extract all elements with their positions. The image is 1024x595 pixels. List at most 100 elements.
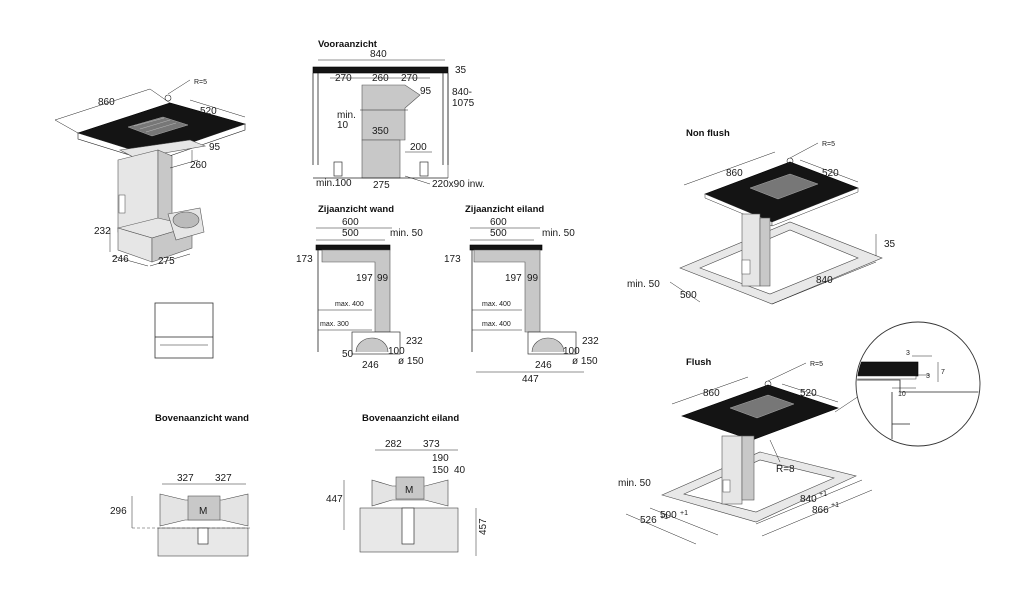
motor-box [187, 495, 221, 521]
dim-99: 99 [377, 273, 389, 284]
min-50: min. 50 [542, 228, 575, 239]
dim-190: 190 [432, 453, 449, 464]
dim-95: 95 [420, 86, 432, 97]
dim-232: 232 [406, 336, 423, 347]
dim-840: 840 [800, 494, 817, 505]
motor-label: M [199, 506, 207, 517]
dim-520: 520 [800, 388, 817, 399]
dim-457: 457 [478, 518, 489, 535]
dim-173: 173 [444, 254, 461, 265]
dim-35: 35 [884, 239, 896, 250]
max-400: max. 400 [335, 301, 364, 308]
dim-520: 520 [822, 168, 839, 179]
flush-title: Flush [686, 357, 712, 368]
min-10-value: 10 [337, 120, 349, 131]
hob-front [312, 66, 449, 74]
dim-327-left: 327 [177, 473, 194, 484]
max-300: max. 300 [320, 321, 349, 328]
top-wall-view: Bovenaanzicht wand 327 327 M 296 [110, 413, 252, 557]
top-island-title: Bovenaanzicht eiland [362, 413, 459, 424]
top-wall-title: Bovenaanzicht wand [155, 413, 249, 424]
dim-447: 447 [326, 494, 343, 505]
dim-520: 520 [200, 106, 217, 117]
max-400-b: max. 400 [482, 321, 511, 328]
dim-35: 35 [455, 65, 467, 76]
dim-275: 275 [373, 180, 390, 191]
dim-350: 350 [372, 126, 389, 137]
dim-270-right: 270 [401, 73, 418, 84]
flush-detail-circle: 3 3 7 10 [855, 321, 981, 447]
front-view: Vooraanzicht 840 270 260 270 35 95 350 m… [312, 39, 485, 191]
dim-373: 373 [423, 439, 440, 450]
side-island-view: Zijaanzicht eiland 600 500 min. 50 173 1… [444, 204, 599, 385]
dim-447: 447 [522, 374, 539, 385]
opening-size: 220x90 inw. [432, 179, 485, 190]
dim-197: 197 [356, 273, 373, 284]
front-view-title: Vooraanzicht [318, 39, 378, 50]
dim-height-range: 840- [452, 87, 472, 98]
dim-50: 50 [342, 349, 354, 360]
dim-height-max: 1075 [452, 98, 475, 109]
dim-246: 246 [362, 360, 379, 371]
dim-100: 100 [388, 346, 405, 357]
dim-866: 866 [812, 505, 829, 516]
non-flush-view: Non flush R=5 860 520 35 min. 50 500 840 [627, 128, 896, 305]
dim-840: 840 [816, 275, 833, 286]
min-100: min.100 [316, 178, 352, 189]
dim-260: 260 [190, 160, 207, 171]
max-400-a: max. 400 [482, 301, 511, 308]
dim-173: 173 [296, 254, 313, 265]
dim-150: ø 150 [398, 356, 424, 367]
radius-8-label: R=8 [776, 464, 795, 475]
cabinet-plinth-detail [154, 302, 214, 359]
dim-840: 840 [370, 49, 387, 60]
dim-600: 600 [342, 217, 359, 228]
tolerance-526: +1 [660, 514, 668, 521]
tolerance-500: +1 [680, 510, 688, 517]
dim-860: 860 [703, 388, 720, 399]
detail-10: 10 [898, 391, 906, 398]
dim-327-right: 327 [215, 473, 232, 484]
dim-232: 232 [94, 226, 111, 237]
dim-600: 600 [490, 217, 507, 228]
dim-99: 99 [527, 273, 539, 284]
duct-column [741, 213, 761, 287]
dim-197: 197 [505, 273, 522, 284]
dim-500: 500 [490, 228, 507, 239]
duct-side [321, 249, 391, 333]
motor-box [395, 476, 425, 500]
duct-column [721, 435, 743, 505]
min-50: min. 50 [390, 228, 423, 239]
radius-label: R=5 [822, 141, 835, 148]
top-island-view: Bovenaanzicht eiland 282 373 190 150 40 … [326, 413, 489, 556]
duct-front [361, 84, 421, 141]
dim-150: ø 150 [572, 356, 598, 367]
detail-7: 7 [941, 369, 945, 376]
min-10-label: min. [337, 110, 356, 121]
dim-275: 275 [158, 256, 175, 267]
duct-island [473, 249, 541, 333]
side-wall-view: Zijaanzicht wand 600 500 min. 50 173 197… [296, 204, 424, 371]
dim-860: 860 [98, 97, 115, 108]
dim-270-left: 270 [335, 73, 352, 84]
detail-3b: 3 [926, 373, 930, 380]
dim-200: 200 [410, 142, 427, 153]
dim-860: 860 [726, 168, 743, 179]
dim-282: 282 [385, 439, 402, 450]
side-island-title: Zijaanzicht eiland [465, 204, 544, 215]
side-wall-title: Zijaanzicht wand [318, 204, 394, 215]
dim-150: 150 [432, 465, 449, 476]
dim-500: 500 [660, 510, 677, 521]
dim-296: 296 [110, 506, 127, 517]
dim-260: 260 [372, 73, 389, 84]
non-flush-title: Non flush [686, 128, 730, 139]
tolerance-866: +1 [831, 502, 839, 509]
radius-label: R=5 [194, 79, 207, 86]
flush-view: Flush R=5 860 520 R=8 min. 50 500 +1 526… [618, 357, 873, 545]
dim-95: 95 [209, 142, 221, 153]
tolerance-840: +1 [819, 491, 827, 498]
detail-3a: 3 [906, 350, 910, 357]
dim-246: 246 [535, 360, 552, 371]
motor-label: M [405, 485, 413, 496]
